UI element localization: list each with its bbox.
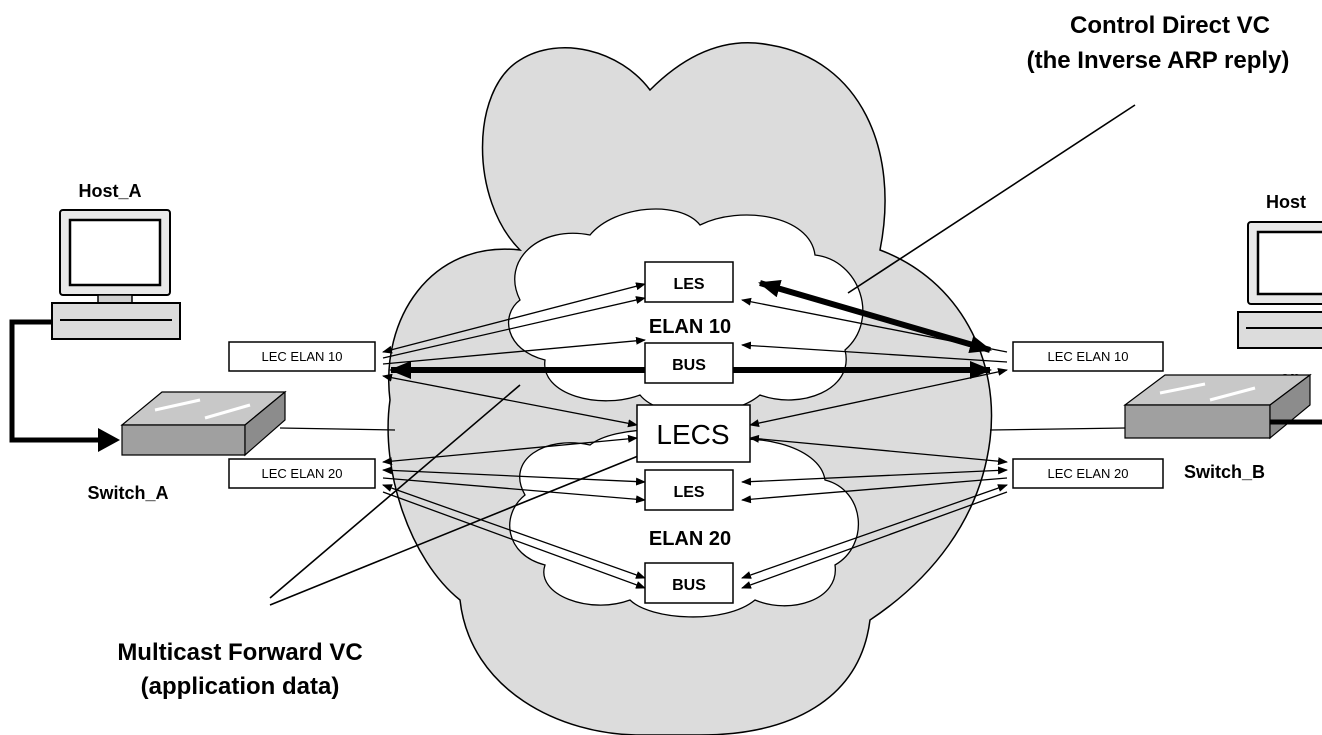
- control-direct-callout-line: [847, 104, 1136, 294]
- lec-right-elan10: LEC ELAN 10: [1012, 341, 1164, 372]
- bus-top-box: BUS: [644, 342, 734, 384]
- switch-a-link: [279, 427, 396, 431]
- les-bottom-label: LES: [673, 484, 704, 501]
- switch-b-icon: [1123, 373, 1312, 440]
- host-b-label: Host: [1266, 192, 1306, 212]
- lec-right-elan10-label: LEC ELAN 10: [1048, 349, 1129, 364]
- multicast-subtitle: (application data): [141, 673, 340, 700]
- les-top-label: LES: [673, 276, 704, 293]
- les-top-box: LES: [644, 261, 734, 303]
- control-direct-subtitle: (the Inverse ARP reply): [1027, 47, 1290, 74]
- multicast-title: Multicast Forward VC: [117, 639, 362, 666]
- control-direct-vc-arrow: [758, 279, 992, 354]
- host-a-computer-icon: [51, 209, 181, 340]
- lecs-label: LECS: [656, 419, 729, 450]
- switch-a-label: Switch_A: [87, 483, 168, 503]
- lec-right-elan20-label: LEC ELAN 20: [1048, 466, 1129, 481]
- left-connections: [382, 282, 646, 589]
- multicast-callout-line-1: [269, 384, 521, 599]
- switch-a-icon: [120, 390, 287, 457]
- lec-left-elan10: LEC ELAN 10: [228, 341, 376, 372]
- host-a-label: Host_A: [78, 181, 141, 201]
- lec-left-elan10-label: LEC ELAN 10: [262, 349, 343, 364]
- elan10-label: ELAN 10: [649, 316, 731, 338]
- lec-left-elan20-label: LEC ELAN 20: [262, 466, 343, 481]
- switch-b-link: [989, 427, 1126, 431]
- lec-right-elan20: LEC ELAN 20: [1012, 458, 1164, 489]
- les-bottom-box: LES: [644, 469, 734, 511]
- bus-bottom-box: BUS: [644, 562, 734, 604]
- multicast-callout-line-2: [269, 451, 649, 606]
- host-a-cable-arrow: [98, 428, 120, 452]
- host-b-computer-icon: [1237, 221, 1322, 349]
- lec-left-elan20: LEC ELAN 20: [228, 458, 376, 489]
- lecs-box: LECS: [636, 404, 751, 463]
- bus-top-label: BUS: [672, 357, 706, 374]
- host-a-cable: [9, 319, 100, 443]
- bus-bottom-label: BUS: [672, 577, 706, 594]
- switch-b-label: Switch_B: [1184, 462, 1265, 482]
- elan20-label: ELAN 20: [649, 528, 731, 550]
- control-direct-title: Control Direct VC: [1070, 12, 1270, 39]
